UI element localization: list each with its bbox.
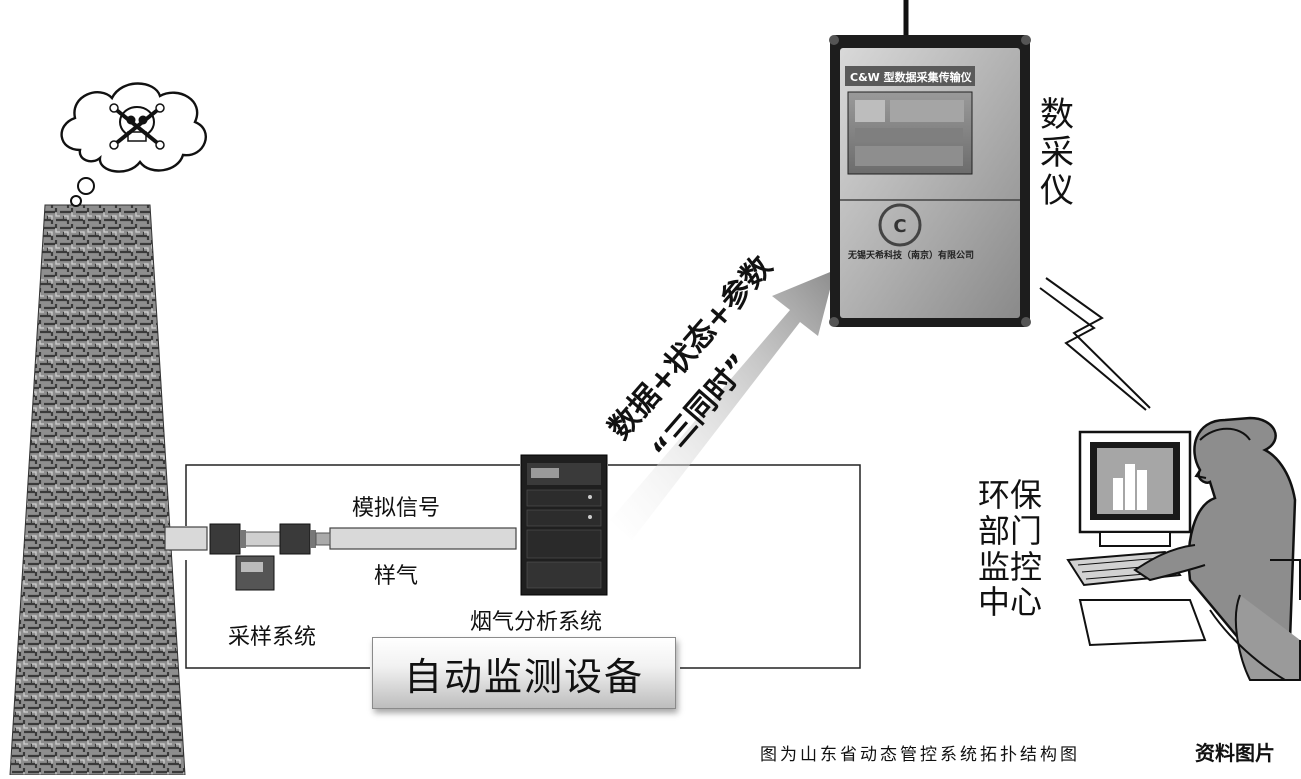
smokestack-icon — [9, 204, 186, 776]
system-frame — [185, 464, 861, 669]
monitoring-center-label: 环保 部门 监控 中心 — [978, 476, 1043, 622]
sampling-system-label: 采样系统 — [228, 625, 317, 650]
auto-monitoring-equipment-banner: 自动监测设备 — [372, 637, 676, 709]
data-logger-label: 数 采 仪 — [1040, 96, 1074, 210]
sample-gas-label: 样气 — [374, 564, 419, 589]
sampling-probe-icon — [209, 523, 331, 591]
wireless-signal-bolt-icon — [1039, 277, 1151, 411]
monitoring-center-line-2: 部门 — [978, 511, 1043, 550]
operator-at-computer-icon — [1066, 416, 1301, 681]
monitoring-center-line-3: 监控 — [978, 547, 1043, 586]
analog-signal-label: 模拟信号 — [352, 496, 441, 521]
device-panel-title: C&W 型数据采集传输仪 — [850, 70, 973, 84]
monitoring-center-line-1: 环保 — [978, 476, 1043, 514]
device-panel-company: 无锡天希科技（南京）有限公司 — [847, 249, 974, 261]
analyzer-cabinet-icon — [520, 454, 608, 596]
image-source-label: 资料图片 — [1195, 741, 1275, 765]
flue-gas-analysis-label: 烟气分析系统 — [470, 610, 603, 635]
monitoring-center-line-4: 中心 — [978, 583, 1043, 622]
data-logger-device-icon: C — [829, 0, 1031, 327]
data-logger-char-3: 仪 — [1040, 171, 1074, 212]
data-logger-char-1: 数 — [1040, 95, 1074, 135]
sample-pipe — [164, 526, 517, 551]
data-flow-arrow — [610, 270, 835, 540]
data-logger-char-2: 采 — [1040, 133, 1074, 174]
svg-text:C: C — [893, 216, 906, 237]
pollution-cloud-skull-icon — [60, 82, 207, 207]
figure-caption: 图为山东省动态管控系统拓扑结构图 — [760, 745, 1080, 765]
